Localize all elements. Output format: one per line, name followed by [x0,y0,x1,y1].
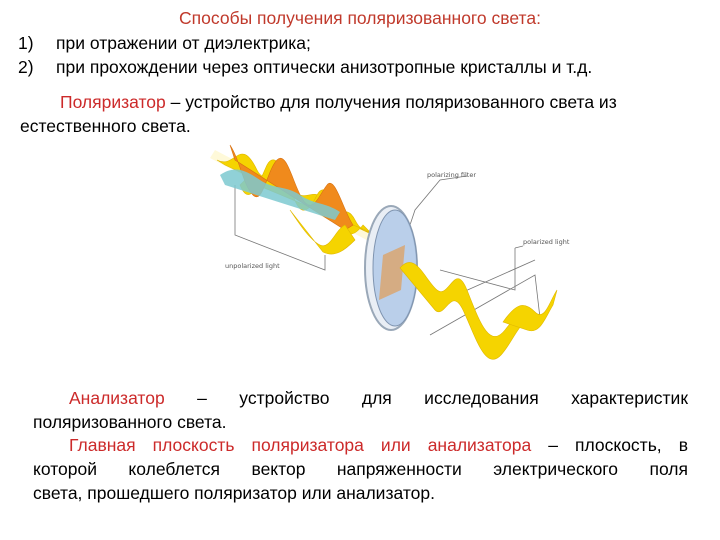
label-unpolarized-light: unpolarized light [225,262,280,270]
method-number: 1) [18,33,34,53]
analyzer-definition: Анализатор – устройство для исследования… [33,386,688,434]
method-text: при отражении от диэлектрика; [56,33,311,53]
polarization-diagram: polarizing filter polarized light unpola… [210,144,570,360]
principal-plane-term: Главная плоскость поляризатора или анали… [69,435,532,455]
analyzer-term: Анализатор [69,388,165,408]
polarizer-definition-cont: естественного света. [20,116,191,136]
principal-plane-text-line3: света, прошедшего поляризатор или анализ… [33,483,435,503]
polarizer-term: Поляризатор [60,92,166,112]
principal-plane-definition: Главная плоскость поляризатора или анали… [33,433,688,505]
analyzer-definition-cont: поляризованного света. [33,412,227,432]
analyzer-definition-text: – устройство для исследования характерис… [164,388,688,408]
polarizing-filter [364,205,418,331]
label-polarized-light: polarized light [523,238,570,246]
principal-plane-text-line2: которой колеблется вектор напряженности … [33,459,688,479]
page-title: Способы получения поляризованного света: [179,8,541,28]
label-polarizing-filter: polarizing filter [427,171,476,179]
method-item-2: 2) при прохождении через оптически анизот… [18,57,592,78]
principal-plane-text: – плоскость, в [531,435,688,455]
unpolarized-light-waves [210,144,415,260]
method-item-1: 1) при отражении от диэлектрика; [18,33,311,54]
polarizer-definition-text: – устройство для получения поляризованно… [165,92,617,112]
polarized-light-wave [399,262,558,360]
method-text: при прохождении через оптически анизотро… [56,57,593,77]
polarizer-definition: Поляризатор – устройство для получения п… [20,90,700,138]
method-number: 2) [18,57,34,77]
